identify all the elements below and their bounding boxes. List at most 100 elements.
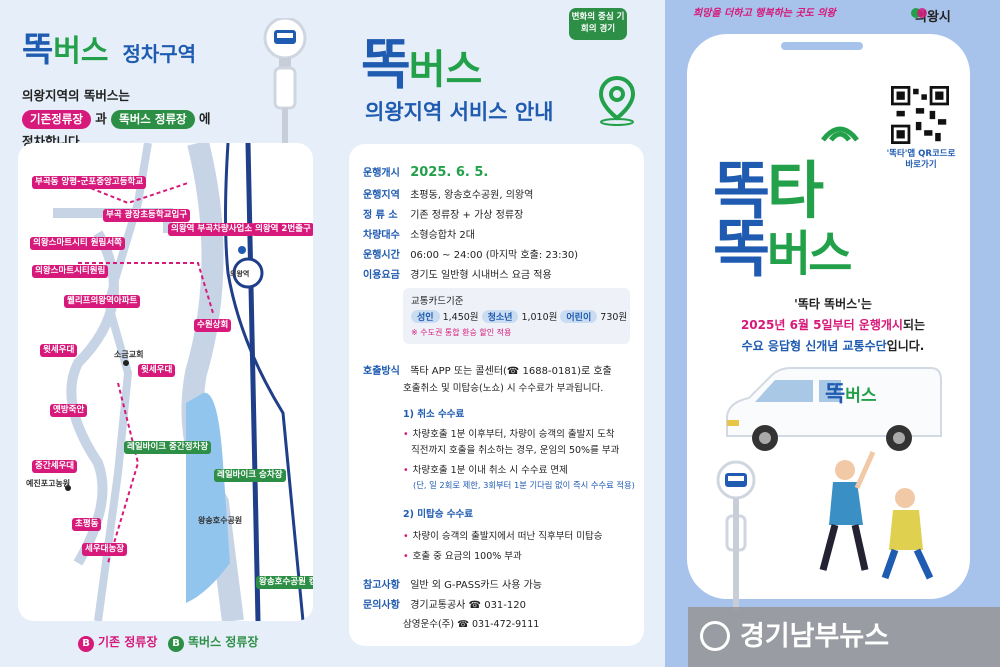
ttok-stop-pill: 똑버스 정류장 — [111, 110, 195, 129]
info-value: 경기도 일반형 시내버스 요금 적용 — [410, 270, 552, 281]
promo-text-3: 수요 응답형 신개념 교통수단입니다. — [703, 337, 963, 354]
map-green-stop-label: 레일바이크 중간정차장 — [124, 441, 212, 454]
bus-stop-b-icon: B — [168, 636, 184, 652]
title-ttok: 똑 — [361, 33, 411, 96]
bus-stop-sign-icon — [263, 18, 307, 143]
info-value: 경기교통공사 ☎ 031-120 — [410, 600, 526, 611]
gyeonggi-badge: 변화의 중심 기회의 경기 — [569, 8, 627, 40]
info-value: 소형승합차 2대 — [410, 230, 475, 241]
watermark-text: 경기남부뉴스 — [740, 621, 890, 652]
city-logo-icon — [911, 8, 927, 18]
title-bus: 버스 — [408, 47, 483, 93]
title-bus: 버스 — [53, 34, 109, 69]
info-value: 2025. 6. 5. — [410, 165, 489, 180]
legend-ttok-label: 똑버스 정류장 — [188, 635, 259, 649]
ttokbus-title: 똑버스 — [713, 198, 852, 288]
fare-child: 730원 — [600, 312, 628, 323]
noshow-fee-heading: 2) 미탑승 수수료 — [403, 509, 474, 520]
map-stop-label: 옛방죽안 — [50, 404, 88, 417]
fare-child-tag: 어린이 — [560, 310, 598, 323]
bus-stop-b-icon: B — [78, 636, 94, 652]
info-key: 운행개시 — [363, 168, 400, 179]
desc-line1: 의왕지역의 똑버스는 — [22, 88, 130, 103]
route-map: 부곡동 양평-군포중앙고등학교 부곡 광장초등학교입구 의왕스마트시티 원림서쪽… — [18, 143, 313, 621]
map-landmark: 왕송호수공원 — [198, 516, 243, 525]
info-value: 일반 외 G-PASS카드 사용 가능 — [410, 580, 542, 591]
info-value: 06:00 ~ 24:00 (마지막 호출: 23:30) — [410, 250, 579, 261]
map-title: 똑버스 정차구역 — [22, 22, 196, 71]
news-watermark: 경기남부뉴스 — [688, 607, 1000, 667]
promo-concept: 수요 응답형 신개념 교통수단 — [741, 339, 887, 353]
news-logo-icon — [700, 621, 730, 651]
service-subtitle: 의왕지역 서비스 안내 — [365, 100, 554, 124]
title-stop-area: 정차구역 — [122, 42, 197, 66]
info-row-vehicles: 차량대수 소형승합차 2대 — [363, 226, 475, 241]
qr-caption: '똑타'앱 QR코드로 바로가기 — [886, 149, 956, 170]
promo-panel: 희망을 더하고 행복하는 곳도 의왕 의왕시 '똑타'앱 QR코드로 바로가기 … — [665, 0, 1000, 667]
map-stop-label: 웰리프의왕역아파트 — [64, 295, 141, 308]
fare-box: 교통카드기준 성인 1,450원 청소년 1,010원 어린이 730원 ※ 수… — [403, 288, 630, 344]
map-green-stop-label: 왕송호수공원 캠핑장 — [256, 576, 313, 589]
van-bus: 버스 — [845, 386, 877, 406]
location-pin-icon — [598, 75, 636, 126]
map-stop-label: 의왕역 2번출구 — [252, 223, 313, 236]
city-slogan: 희망을 더하고 행복하는 곳도 의왕 — [693, 8, 836, 19]
info-value: 똑타 APP 또는 콜센터(☎ 1688-0181)로 호출 — [410, 366, 612, 377]
contact-line2: 삼영운수(주) ☎ 031-472-9111 — [403, 619, 540, 630]
info-value: 초평동, 왕송호수공원, 의왕역 — [410, 190, 534, 201]
big-ttok: 똑 — [713, 154, 770, 227]
noshow-fee-item: 차량이 승객의 출발지에서 떠난 직후부터 미탑승 — [411, 528, 603, 542]
cancel-fee-item-cont: 직전까지 호출을 취소하는 경우, 운임의 50%를 부과 — [411, 445, 620, 456]
info-key: 운행시간 — [363, 250, 400, 261]
info-key: 이용요금 — [363, 270, 400, 281]
van-ttok: 똑 — [825, 382, 846, 407]
map-stop-label: 부곡 광장초등학교입구 — [103, 209, 191, 222]
info-key: 차량대수 — [363, 230, 400, 241]
desc-conj: 과 — [95, 111, 107, 126]
legend-ttok: B 똑버스 정류장 — [168, 633, 258, 652]
fare-adult: 1,450원 — [442, 312, 479, 323]
fare-note: ※ 수도권 통합 환승 할인 적용 — [411, 328, 512, 337]
phone-notch — [781, 42, 863, 50]
fare-title: 교통카드기준 — [411, 296, 464, 307]
map-landmark: 소금교회 — [114, 350, 144, 359]
fare-values: 성인 1,450원 청소년 1,010원 어린이 730원 — [411, 309, 627, 323]
bus-stop-sign-icon — [716, 460, 756, 610]
cancel-fee-heading: 1) 취소 수수료 — [403, 409, 465, 420]
info-row-fare: 이용요금 경기도 일반형 시내버스 요금 적용 — [363, 266, 552, 281]
service-info-card: 운행개시 2025. 6. 5. 운행지역 초평동, 왕송호수공원, 의왕역 정… — [349, 144, 644, 646]
map-stop-label: 의왕스마트시티 원림서쪽 — [30, 237, 125, 250]
cancel-fee-item: 차량호출 1분 이후부터, 차량이 승객의 출발지 도착 — [411, 426, 615, 440]
cancel-fee-item: 차량호출 1분 이내 취소 시 수수료 면제 — [411, 462, 568, 476]
people-illustration — [819, 450, 934, 580]
info-row-ref: 참고사항 일반 외 G-PASS카드 사용 가능 — [363, 576, 542, 591]
map-stop-label: 부곡동 양평-군포중앙고등학교 — [32, 176, 147, 189]
service-title: 똑버스 — [361, 20, 482, 99]
noshow-fee-item: 호출 중 요금의 100% 부과 — [411, 548, 522, 562]
title-ttok: 똑 — [22, 30, 54, 70]
promo-text-2: 2025년 6월 5일부터 운행개시되는 — [703, 316, 963, 333]
map-green-stop-label: 레일바이크 승차장 — [214, 469, 286, 482]
fare-adult-tag: 성인 — [411, 310, 440, 323]
big-ta: 타 — [767, 154, 824, 227]
signal-icon — [821, 126, 859, 142]
info-key: 운행지역 — [363, 190, 400, 201]
map-station: 의왕역 — [230, 270, 250, 278]
big-bus: 버스 — [767, 226, 852, 282]
info-row-call: 호출방식 똑타 APP 또는 콜센터(☎ 1688-0181)로 호출 — [363, 362, 612, 377]
map-stop-label: 수원상회 — [194, 319, 232, 332]
map-stop-label: 윗세우대 — [40, 344, 78, 357]
map-stop-label: 윗세우대 — [138, 364, 176, 377]
ttokta-title: 똑타 — [713, 140, 824, 230]
map-stop-label: 의왕역 부곡차량사업소 — [168, 223, 256, 236]
promo-text-2b: 되는 — [902, 318, 926, 332]
call-line2: 호출취소 및 미탑승(노쇼) 시 수수료가 부과됩니다. — [403, 383, 604, 394]
fare-youth-tag: 청소년 — [481, 310, 519, 323]
info-row-start: 운행개시 2025. 6. 5. — [363, 164, 488, 180]
existing-stop-pill: 기존정류장 — [22, 110, 91, 129]
desc-end: 에 — [198, 111, 211, 126]
promo-text-3b: 입니다. — [886, 339, 925, 353]
promo-text-1: '똑타 똑버스'는 — [794, 297, 872, 311]
